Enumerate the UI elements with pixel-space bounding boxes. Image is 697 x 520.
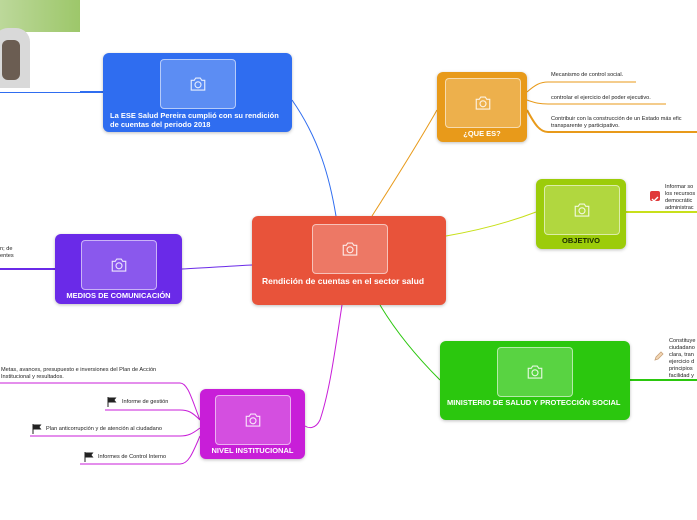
image-placeholder (160, 59, 236, 109)
connector-ministerio (380, 305, 440, 380)
topic-nivel-label: NIVEL INSTITUCIONAL (200, 446, 305, 455)
topic-ministerio-label: MINISTERIO DE SALUD Y PROTECCIÓN SOCIAL (447, 398, 623, 407)
flag-icon (31, 422, 43, 434)
camera-icon (244, 412, 262, 428)
pencil-icon (653, 349, 665, 361)
photo-image (0, 0, 80, 92)
camera-icon (110, 257, 128, 273)
branch-nivel-2 (105, 410, 200, 420)
leaf-que-3[interactable]: Contribuir con la construcción de un Est… (551, 116, 697, 130)
topic-objetivo-node[interactable]: OBJETIVO (536, 179, 626, 249)
image-placeholder (81, 240, 157, 290)
leaf-objetivo-1[interactable]: Informar so los recursos democrátic admi… (665, 184, 697, 212)
camera-icon (573, 202, 591, 218)
leaf-que-2[interactable]: controlar el ejercicio del poder ejecuti… (551, 95, 691, 102)
camera-icon (189, 76, 207, 92)
leaf-medios-1[interactable]: n; de entes (0, 246, 18, 260)
topic-ese-label: La ESE Salud Pereira cumplió con su rend… (110, 111, 285, 129)
image-placeholder (544, 185, 620, 235)
flag-icon (106, 395, 118, 407)
leaf-nivel-2[interactable]: Informe de gestión (122, 399, 182, 406)
camera-icon (474, 95, 492, 111)
topic-ese-node[interactable]: La ESE Salud Pereira cumplió con su rend… (103, 53, 292, 132)
central-topic[interactable]: Rendición de cuentas en el sector salud (252, 216, 446, 305)
camera-icon (341, 241, 359, 257)
connector-medios (182, 265, 252, 269)
connector-objetivo (446, 212, 536, 236)
topic-objetivo-label: OBJETIVO (536, 236, 626, 245)
topic-medios-node[interactable]: MEDIOS DE COMUNICACIÓN (55, 234, 182, 304)
topic-que-label: ¿QUE ES? (437, 129, 527, 138)
image-placeholder (497, 347, 573, 397)
leaf-nivel-1[interactable]: Metas, avances, presupuesto e inversione… (1, 367, 179, 381)
leaf-nivel-4[interactable]: Informes de Control Interno (98, 454, 188, 461)
central-topic-label: Rendición de cuentas en el sector salud (262, 276, 438, 286)
topic-medios-label: MEDIOS DE COMUNICACIÓN (55, 291, 182, 300)
branch-que-1 (527, 82, 636, 92)
image-placeholder (312, 224, 388, 274)
flag-icon (83, 450, 95, 462)
topic-ministerio-node[interactable]: MINISTERIO DE SALUD Y PROTECCIÓN SOCIAL (440, 341, 630, 420)
leaf-nivel-3[interactable]: Plan anticorrupción y de atención al ciu… (46, 426, 186, 433)
checkbox-icon (650, 191, 660, 201)
topic-nivel-node[interactable]: NIVEL INSTITUCIONAL (200, 389, 305, 459)
topic-que-node[interactable]: ¿QUE ES? (437, 72, 527, 142)
image-placeholder (445, 78, 521, 128)
connector-ese (292, 100, 336, 216)
connector-que (372, 110, 437, 216)
leaf-que-1[interactable]: Mecanismo de control social. (551, 72, 691, 79)
leaf-ministerio-1[interactable]: Constituye ciudadano clara, tran ejercic… (669, 338, 697, 380)
camera-icon (526, 364, 544, 380)
connector-nivel (305, 305, 342, 428)
image-placeholder (215, 395, 291, 445)
